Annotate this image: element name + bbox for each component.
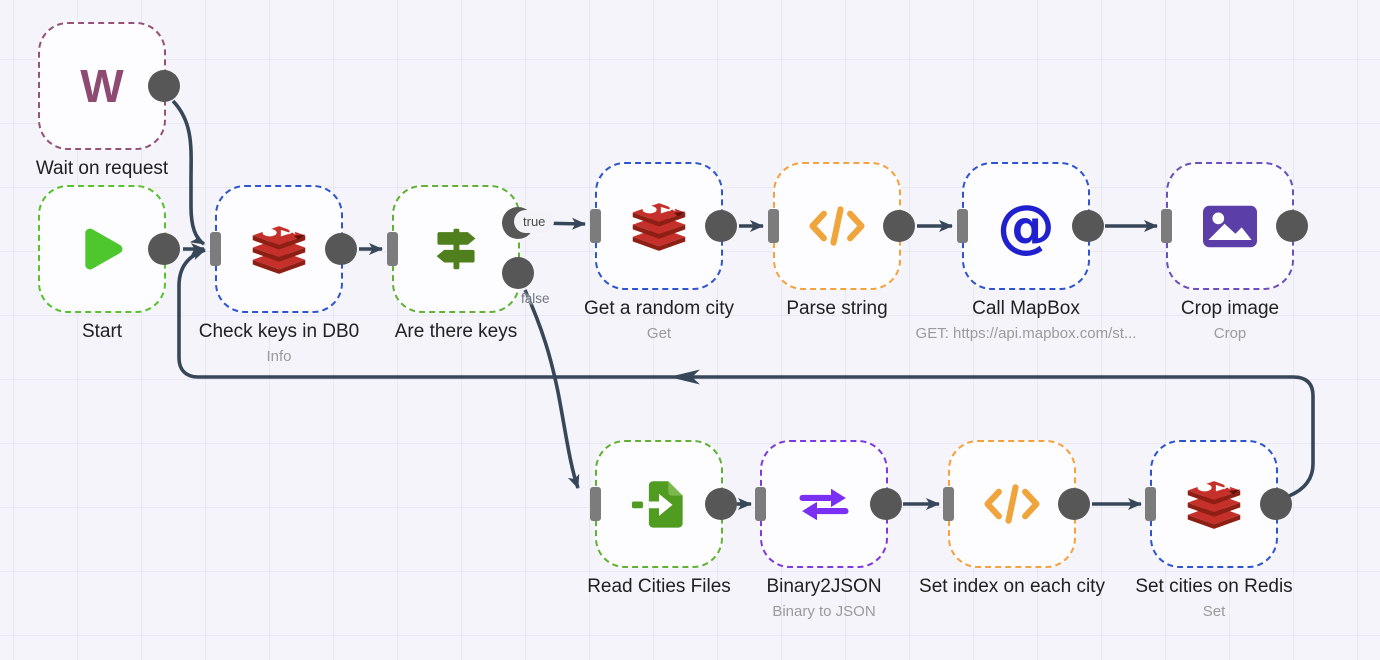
input-port[interactable] [210,232,221,266]
node-start[interactable]: Start [38,185,180,342]
redis-icon [1184,477,1244,532]
code-icon [809,201,865,251]
w-letter-icon: W [80,60,124,112]
node-box[interactable] [948,440,1076,568]
node-box[interactable] [215,185,343,313]
swap-arrows-icon [796,484,852,525]
node-box[interactable] [38,185,166,313]
input-port[interactable] [1161,209,1172,243]
node-box[interactable] [1166,162,1294,290]
output-port[interactable] [325,233,357,265]
image-icon [1201,204,1259,249]
input-port[interactable] [387,232,398,266]
node-sublabel: Binary to JSON [772,603,876,620]
node-sublabel: Set [1202,603,1226,620]
file-import-icon [632,479,686,529]
output-port[interactable] [883,210,915,242]
node-label: Parse string [786,298,888,319]
node-box[interactable] [595,440,723,568]
node-box[interactable]: W [38,22,166,150]
node-label: Check keys in DB0 [198,321,360,342]
true-branch-label: true [514,210,555,233]
node-box[interactable] [392,185,520,313]
feedback-direction-arrow [669,369,700,385]
signpost-icon [429,222,483,276]
node-label: Crop image [1180,298,1280,319]
edge-wait-to-check[interactable] [171,99,206,246]
node-sublabel: Info [266,348,292,365]
input-port[interactable] [755,487,766,521]
node-label: Are there keys [394,321,518,342]
input-port[interactable] [590,487,601,521]
redis-icon [249,222,309,277]
code-icon [984,479,1040,529]
output-port[interactable] [870,488,902,520]
output-port[interactable] [705,210,737,242]
at-sign-icon: @ [997,192,1055,260]
node-sublabel: Get [646,325,672,342]
node-set-index-on-each-city[interactable]: Set index on each city [919,440,1105,597]
node-set-cities-on-redis[interactable]: Set cities on Redis Set [1135,440,1293,620]
output-port[interactable] [1058,488,1090,520]
node-crop-image[interactable]: Crop image Crop [1161,162,1308,342]
node-label: Wait on request [35,158,169,179]
output-port[interactable] [705,488,737,520]
node-label: Set index on each city [919,576,1105,597]
node-call-mapbox[interactable]: @ Call MapBox GET: https://api.mapbox.co… [916,162,1136,342]
node-label: Call MapBox [972,298,1080,319]
node-read-cities-files[interactable]: Read Cities Files [587,440,737,597]
output-port[interactable] [1072,210,1104,242]
node-sublabel: GET: https://api.mapbox.com/st... [915,325,1137,342]
output-port[interactable] [1260,488,1292,520]
edge-setcities-feedback-to-check[interactable] [177,248,1315,498]
output-port[interactable] [1276,210,1308,242]
node-sublabel: Crop [1213,325,1247,342]
node-label: Binary2JSON [766,576,882,597]
node-wait-on-request[interactable]: W Wait on request [36,22,180,179]
node-label: Read Cities Files [587,576,731,597]
node-get-a-random-city[interactable]: Get a random city Get [584,162,737,342]
node-box[interactable] [773,162,901,290]
input-port[interactable] [1145,487,1156,521]
output-port[interactable] [148,233,180,265]
input-port[interactable] [957,209,968,243]
node-box[interactable]: @ [962,162,1090,290]
false-branch-label: false [521,291,550,306]
output-port[interactable] [148,70,180,102]
node-box[interactable] [1150,440,1278,568]
node-label: Start [81,321,123,342]
node-label: Set cities on Redis [1135,576,1293,597]
node-box[interactable] [760,440,888,568]
edge-keys-false-to-readfiles[interactable] [523,289,580,489]
output-port-false[interactable] [502,257,534,289]
play-icon [76,223,128,275]
node-label: Get a random city [584,298,734,319]
node-box[interactable] [595,162,723,290]
input-port[interactable] [943,487,954,521]
node-are-there-keys[interactable]: true false Are there keys [387,185,555,342]
node-parse-string[interactable]: Parse string [768,162,915,319]
node-check-keys-in-db0[interactable]: Check keys in DB0 Info [199,185,359,365]
redis-icon [629,199,689,254]
input-port[interactable] [768,209,779,243]
node-binary2json[interactable]: Binary2JSON Binary to JSON [755,440,902,620]
input-port[interactable] [590,209,601,243]
